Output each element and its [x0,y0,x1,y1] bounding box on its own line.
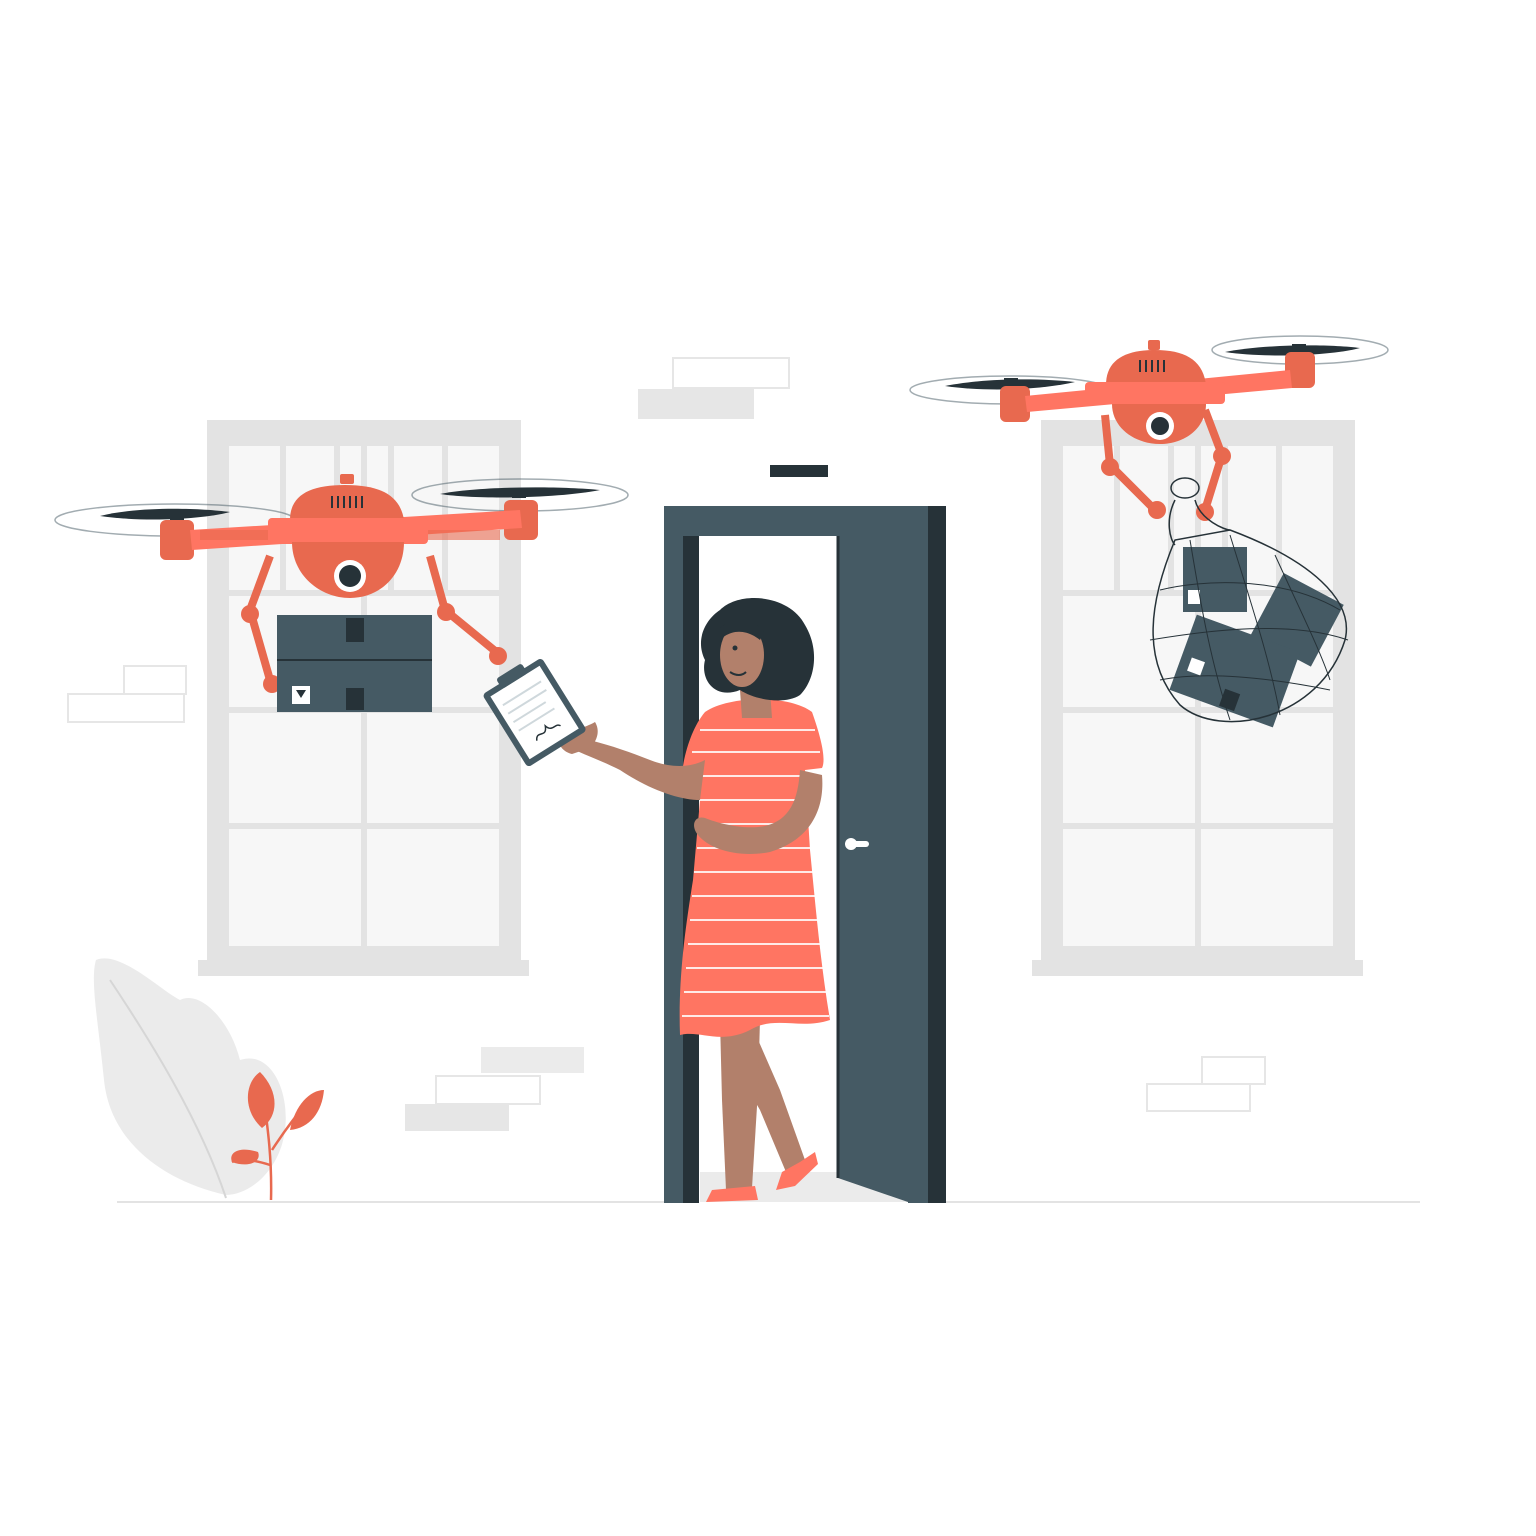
drone-right [909,335,1389,728]
door-jamb-shadow [683,536,699,1203]
brick [1201,1056,1266,1085]
brick [123,665,187,695]
window-sill [198,960,529,976]
shoe [706,1186,758,1202]
plant-grey-leaf [93,958,286,1199]
brick [67,693,185,723]
dress-stripes [682,729,829,1017]
brick [1146,1083,1251,1112]
plant-red [231,1072,324,1201]
hand [559,722,598,754]
door-handle [845,838,869,850]
drone-left [54,474,629,712]
woman [559,598,830,1202]
brick [481,1047,584,1073]
face [720,623,764,687]
net-bag-packages [1149,477,1349,728]
brick [405,1104,509,1131]
door-frame-shadow [928,506,946,1203]
window-sill [1032,960,1363,976]
door-lintel [770,465,828,477]
shoe [776,1152,818,1190]
door-panel [838,536,908,1202]
brick [638,389,754,419]
wall-bricks [67,357,1266,1131]
clipboard-with-signature [483,659,586,767]
dress [679,699,830,1037]
package [277,615,432,712]
brick [672,357,790,389]
brick [435,1075,541,1105]
